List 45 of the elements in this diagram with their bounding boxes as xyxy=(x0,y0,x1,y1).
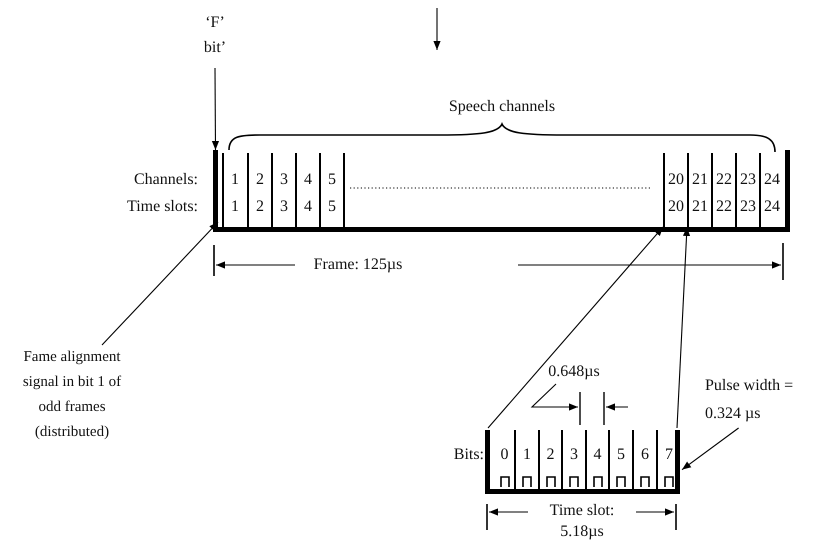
channel-number: 24 xyxy=(763,170,781,190)
bit-number: 5 xyxy=(616,445,626,465)
slot-number: 3 xyxy=(279,197,289,217)
bit-number: 6 xyxy=(640,445,650,465)
dimension-label: Time slot: 5.18µs xyxy=(548,501,616,542)
bracket-label: Speech channels xyxy=(448,97,556,117)
slot-number: 5 xyxy=(327,197,337,217)
arrow xyxy=(682,428,739,470)
time-slot-cell xyxy=(759,153,783,227)
slot-number: 24 xyxy=(763,197,781,217)
slot-number: 22 xyxy=(715,197,733,217)
row-label: Time slots: xyxy=(126,197,198,217)
channel-number: 23 xyxy=(739,170,757,190)
row-label: Channels: xyxy=(133,170,198,190)
callout-text: ‘F’ bit’ xyxy=(195,10,235,60)
bit-number: 4 xyxy=(592,445,602,465)
channel-number: 4 xyxy=(303,170,313,190)
channel-number: 5 xyxy=(327,170,337,190)
dimension-label: 0.648µs xyxy=(547,362,601,382)
slot-number: 4 xyxy=(303,197,313,217)
arrow xyxy=(212,68,220,150)
dimension-label: Frame: 125µs xyxy=(312,255,404,275)
callout-text: Pulse width = 0.324 µs xyxy=(705,372,817,428)
channel-number: 1 xyxy=(230,170,240,190)
time-slot-box xyxy=(485,430,680,494)
bit-number: 3 xyxy=(569,445,579,465)
channel-number: 22 xyxy=(715,170,733,190)
slot-number: 1 xyxy=(230,197,240,217)
frame-box xyxy=(214,150,790,232)
slot-number: 2 xyxy=(255,197,265,217)
bit-number: 1 xyxy=(522,445,532,465)
channel-number: 21 xyxy=(691,170,709,190)
bit-number: 0 xyxy=(500,445,510,465)
bit-number: 2 xyxy=(546,445,556,465)
framing-bit-bar xyxy=(213,150,218,232)
slot-number: 23 xyxy=(739,197,757,217)
slot-number: 20 xyxy=(667,197,685,217)
bit-number: 7 xyxy=(664,445,674,465)
time-slot-cell xyxy=(319,153,345,227)
channel-number: 20 xyxy=(667,170,685,190)
row-label: Bits: xyxy=(452,445,484,465)
slot-number: 21 xyxy=(691,197,709,217)
channel-number: 2 xyxy=(255,170,265,190)
channel-number: 3 xyxy=(279,170,289,190)
callout-text: Fame alignment signal in bit 1 of odd frames (distributed) xyxy=(12,345,132,445)
